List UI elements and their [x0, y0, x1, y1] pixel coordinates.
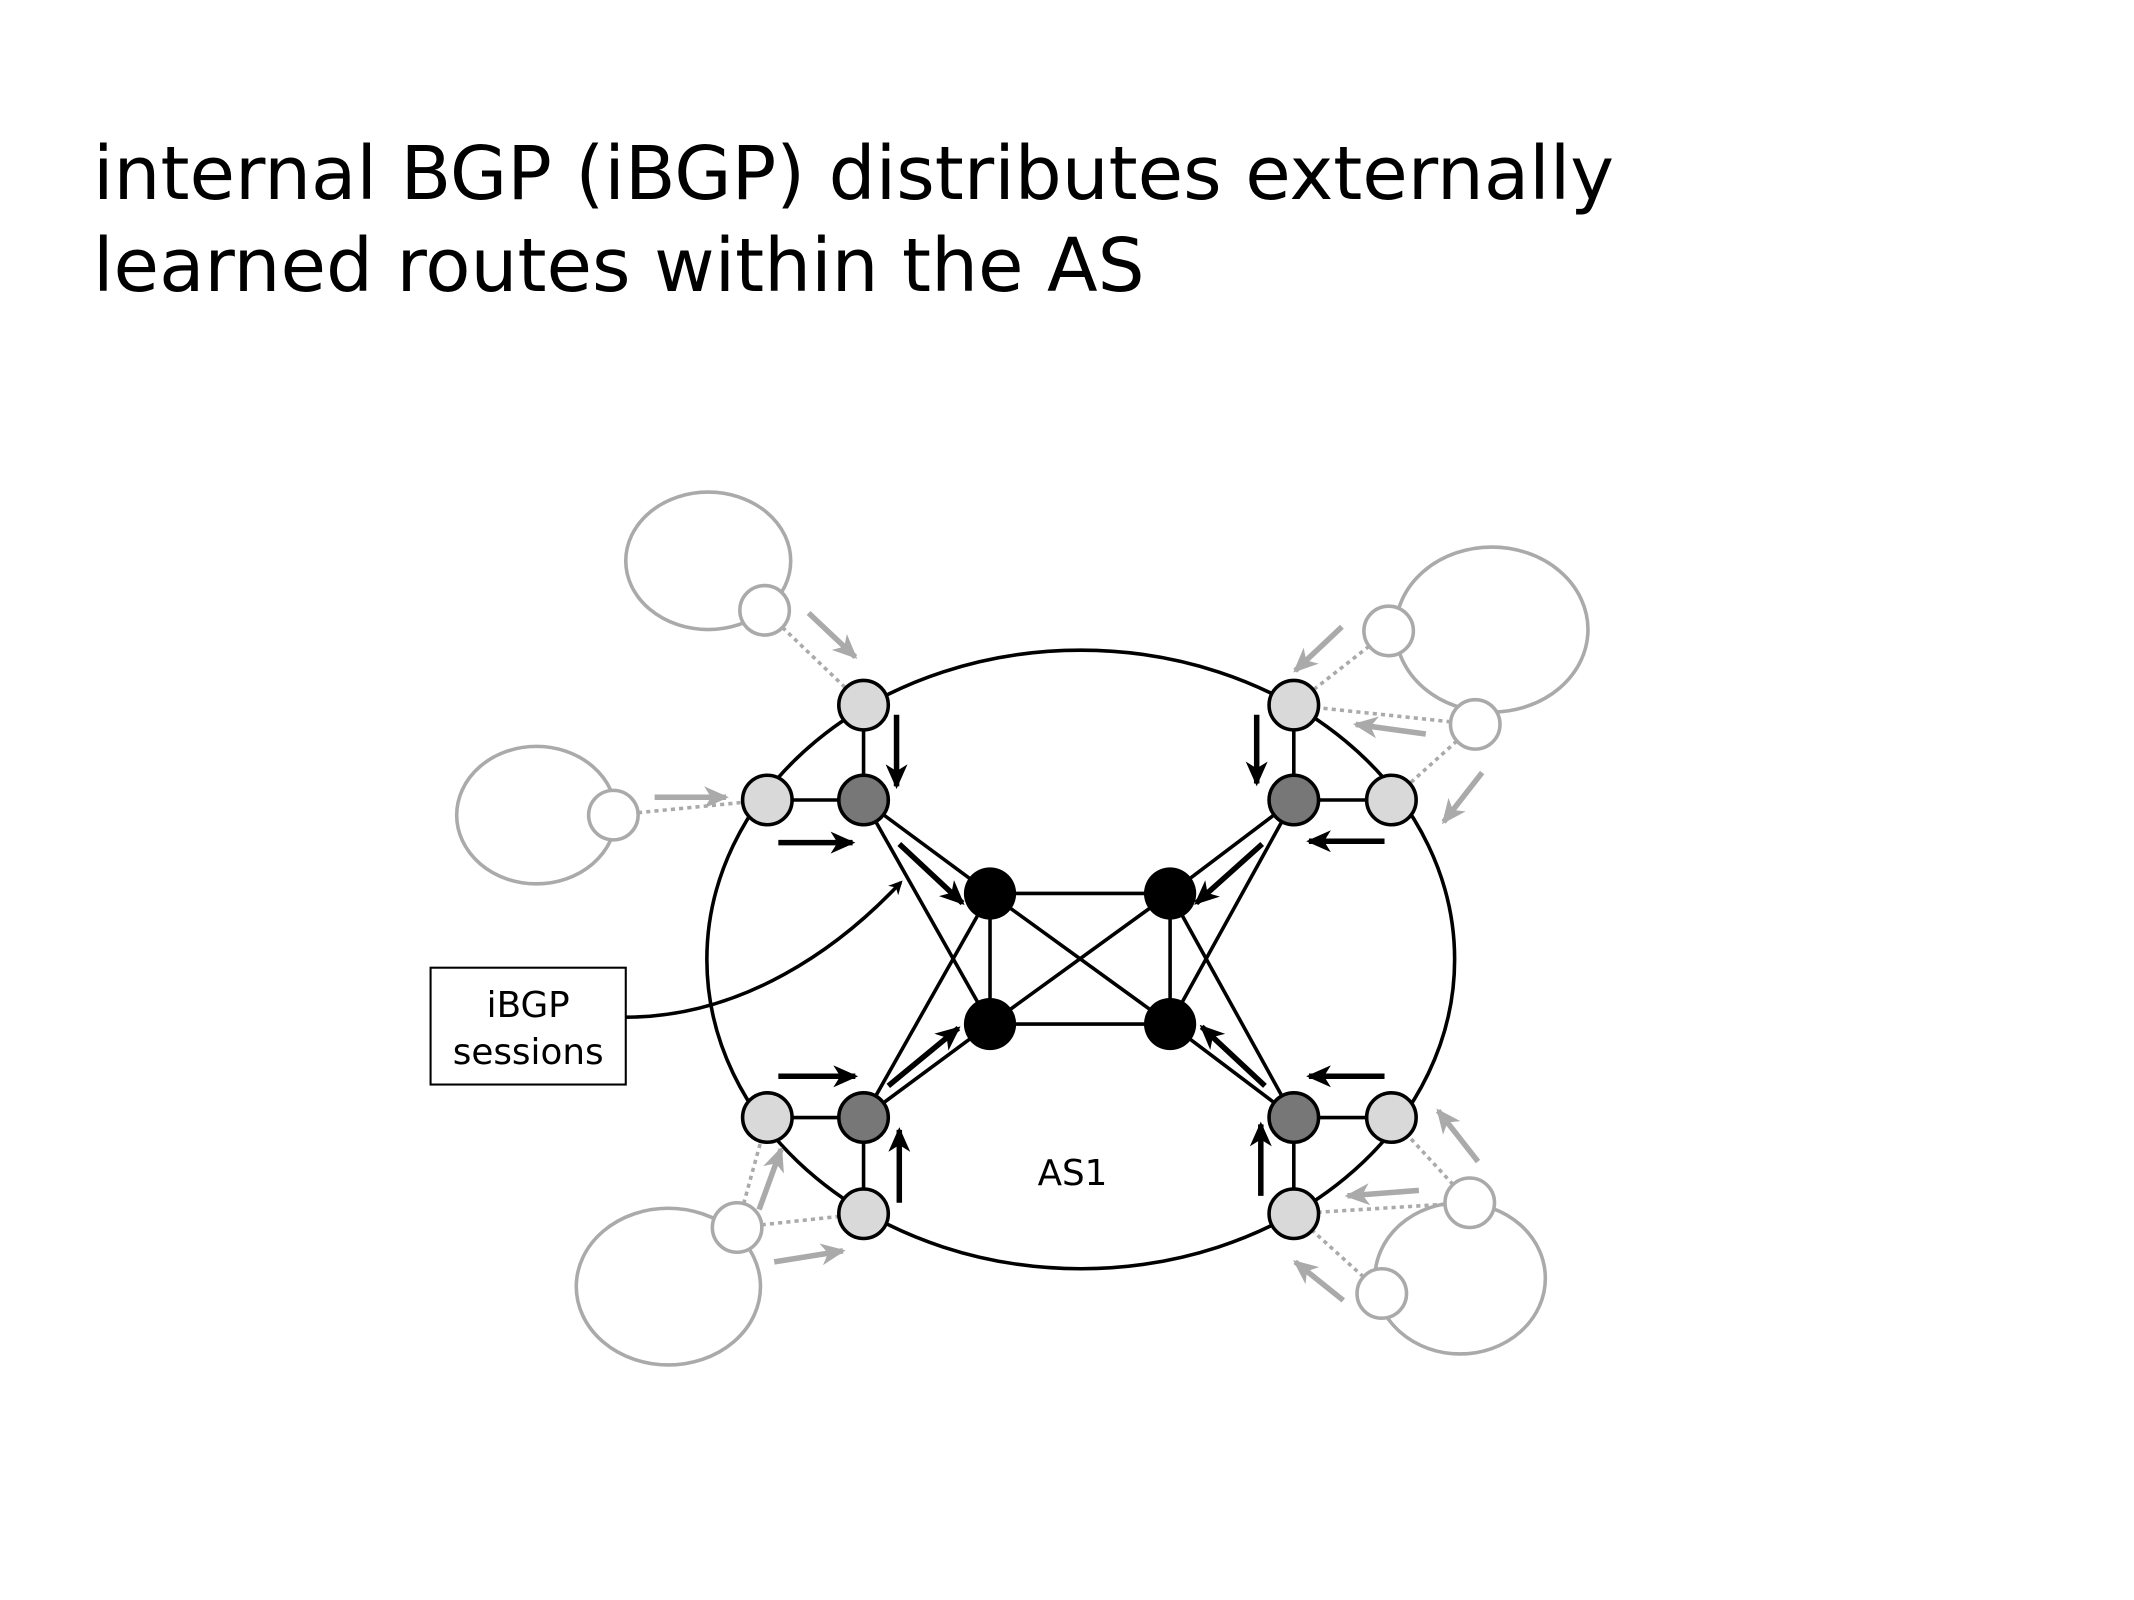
edge-router [837, 1187, 891, 1241]
arrow-icon [1344, 1183, 1420, 1206]
external-as-bottom-left [574, 1206, 763, 1367]
core-routers [963, 867, 1197, 1051]
callout-label-line-1: iBGP [487, 985, 570, 1026]
edge-router [1267, 678, 1321, 732]
external-as-top-left [623, 490, 793, 632]
external-routers [586, 583, 1502, 1320]
arrow-icon [806, 611, 858, 660]
core-router [1143, 867, 1197, 920]
slide-title: internal BGP (iBGP) distributes external… [93, 128, 1614, 312]
external-as-top-right [1393, 545, 1590, 714]
border-router [837, 1090, 891, 1145]
core-router [1143, 997, 1197, 1051]
arrow-icon [1293, 624, 1344, 673]
callout-label-line-2: sessions [453, 1032, 604, 1073]
arrow-icon [1194, 841, 1265, 906]
external-router [738, 583, 792, 637]
external-router [1362, 604, 1416, 658]
core-router [963, 997, 1017, 1051]
edge-routers [740, 678, 1418, 1241]
edge-router [1364, 773, 1418, 827]
edge-router [837, 678, 891, 732]
external-router [1443, 1176, 1497, 1230]
callout-pointer [625, 880, 903, 1019]
arrow-icon [756, 1146, 784, 1211]
edge-router [1364, 1090, 1418, 1145]
title-line-2: learned routes within the AS [93, 223, 1145, 309]
edge-router [1267, 1187, 1321, 1241]
edge-router [740, 773, 794, 827]
arrow-icon [1435, 1108, 1481, 1164]
core-router [963, 867, 1017, 920]
arrow-icon [897, 841, 965, 906]
border-router [837, 773, 891, 827]
arrow-icon [1352, 716, 1427, 739]
external-router [1355, 1266, 1409, 1320]
arrow-icon [773, 1243, 846, 1266]
external-as-group [454, 490, 1590, 1367]
arrow-icon [1199, 1024, 1267, 1088]
arrow-icon [1293, 1259, 1346, 1303]
external-router [710, 1200, 764, 1255]
external-route-arrows [654, 611, 1485, 1303]
arrow-icon [1441, 770, 1485, 825]
external-router [1448, 697, 1502, 751]
as1-label: AS1 [1038, 1153, 1108, 1194]
internal-route-arrows [778, 714, 1385, 1203]
external-router [586, 788, 640, 842]
arrow-icon [886, 1026, 961, 1089]
border-router [1267, 773, 1321, 827]
border-router [1267, 1090, 1321, 1145]
title-line-1: internal BGP (iBGP) distributes external… [93, 131, 1615, 217]
callout-box [429, 966, 627, 1086]
edge-router [740, 1090, 794, 1145]
as1-boundary [705, 648, 1457, 1271]
border-routers [837, 773, 1321, 1145]
ibgp-sessions-callout: iBGP sessions [429, 880, 903, 1086]
